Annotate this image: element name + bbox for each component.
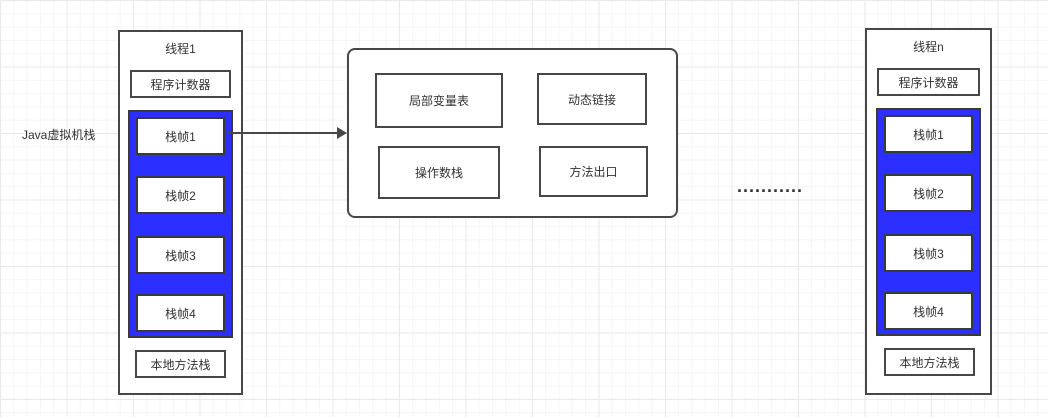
thread1-vm-stack-container: 栈帧1 栈帧2 栈帧3 栈帧4 — [128, 110, 233, 338]
frame1-to-detail-arrow-line — [227, 132, 339, 134]
frame-detail-box: 局部变量表 动态链接 操作数栈 方法出口 — [347, 48, 678, 218]
local-variable-table-label: 局部变量表 — [408, 94, 469, 108]
local-variable-table-box: 局部变量表 — [375, 73, 503, 128]
threadN-stack-frame-1: 栈帧1 — [884, 115, 973, 153]
thread1-stack-frame-1-label: 栈帧1 — [165, 129, 196, 144]
threadN-stack-frame-4: 栈帧4 — [884, 292, 973, 330]
method-exit-box: 方法出口 — [539, 146, 648, 197]
threadN-native-method-stack-box: 本地方法栈 — [884, 348, 975, 376]
threadN-box: 线程n 程序计数器 栈帧1 栈帧2 栈帧3 栈帧4 本地方法栈 — [865, 28, 992, 395]
ellipsis-dots: ........... — [737, 176, 804, 196]
method-exit-label: 方法出口 — [569, 165, 618, 179]
threadN-stack-frame-3: 栈帧3 — [884, 234, 973, 272]
thread1-native-method-stack-label: 本地方法栈 — [150, 357, 211, 372]
thread1-stack-frame-4: 栈帧4 — [136, 294, 225, 332]
thread1-native-method-stack-box: 本地方法栈 — [135, 350, 226, 378]
thread1-stack-frame-3-label: 栈帧3 — [165, 248, 196, 263]
threadN-vm-stack-container: 栈帧1 栈帧2 栈帧3 栈帧4 — [876, 108, 981, 336]
operand-stack-label: 操作数栈 — [414, 166, 463, 180]
thread1-box: 线程1 程序计数器 栈帧1 栈帧2 栈帧3 栈帧4 本地方法栈 — [118, 30, 243, 395]
threadN-native-method-stack-label: 本地方法栈 — [899, 355, 960, 370]
thread1-stack-frame-4-label: 栈帧4 — [165, 306, 196, 321]
thread1-stack-frame-1: 栈帧1 — [136, 117, 225, 155]
threadN-stack-frame-2-label: 栈帧2 — [913, 186, 944, 201]
thread1-title: 线程1 — [165, 42, 196, 56]
jvm-stack-label: Java虚拟机栈 — [22, 128, 96, 142]
dynamic-link-box: 动态链接 — [537, 73, 647, 125]
threadN-program-counter-label: 程序计数器 — [898, 75, 959, 90]
thread1-stack-frame-2-label: 栈帧2 — [165, 188, 196, 203]
thread1-program-counter-label: 程序计数器 — [150, 77, 211, 92]
thread1-stack-frame-3: 栈帧3 — [136, 236, 225, 274]
frame1-to-detail-arrow-head — [337, 127, 347, 139]
threadN-stack-frame-3-label: 栈帧3 — [913, 246, 944, 261]
thread1-stack-frame-2: 栈帧2 — [136, 176, 225, 214]
threadN-stack-frame-4-label: 栈帧4 — [913, 304, 944, 319]
threadN-title: 线程n — [913, 40, 944, 54]
threadN-stack-frame-1-label: 栈帧1 — [913, 127, 944, 142]
threadN-stack-frame-2: 栈帧2 — [884, 174, 973, 212]
threadN-program-counter-box: 程序计数器 — [877, 68, 980, 96]
thread1-program-counter-box: 程序计数器 — [130, 70, 231, 98]
operand-stack-box: 操作数栈 — [378, 146, 500, 199]
dynamic-link-label: 动态链接 — [567, 92, 616, 107]
